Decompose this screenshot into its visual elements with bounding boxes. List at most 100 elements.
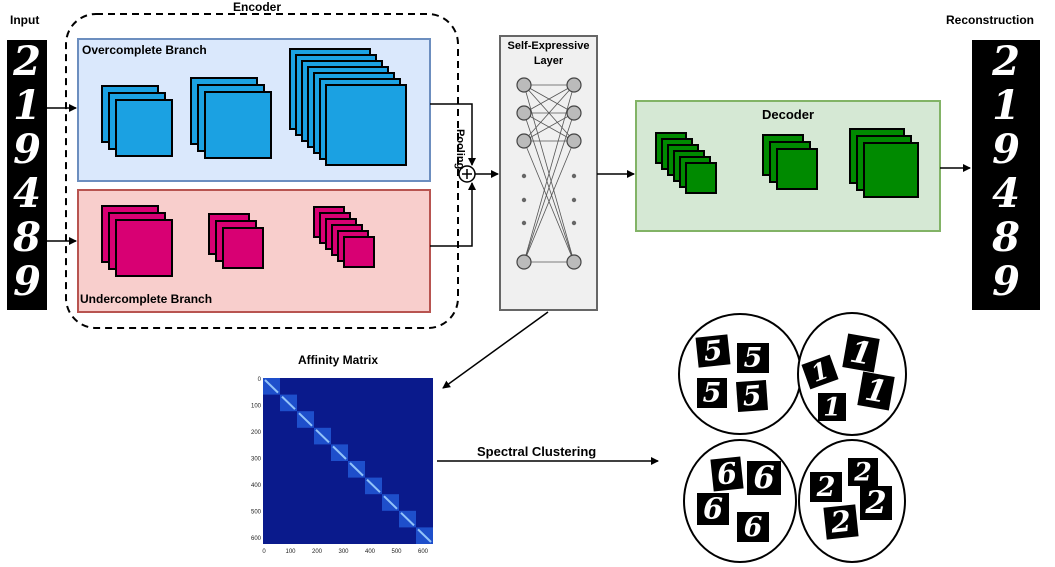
ellipsis-dot [521,173,527,179]
x-tick-label: 400 [365,549,376,555]
undercomplete-label: Undercomplete Branch [80,292,213,306]
input-digit-5: 9 [13,258,41,305]
overcomplete-stack-1 [101,85,173,157]
output-node-3 [566,254,582,270]
cluster-2-tile-0: 2 [848,456,878,486]
overcomplete-stack-2 [190,77,272,159]
y-tick-label: 300 [251,457,262,463]
undercomplete-stack-1 [101,205,173,277]
decoder-feature-maps [655,128,919,198]
input-digit-2: 9 [13,126,41,173]
y-tick-label: 100 [251,404,262,410]
y-tick-label: 400 [251,483,262,489]
cluster-6-tile-2: 6 [697,492,729,526]
reconstruction-label: Reconstruction [946,13,1035,27]
undercomplete-stack-2 [208,213,264,269]
x-tick-label: 500 [391,549,402,555]
svg-text:2: 2 [816,472,836,503]
reconstruction-digit-strip [972,40,1040,310]
cluster-6-tile-1: 6 [747,460,781,496]
cluster-5-tile-3: 5 [735,379,769,413]
self-expressive-network [516,77,582,270]
svg-text:1: 1 [823,391,841,421]
output-digit-4: 8 [991,214,1020,261]
x-tick-label: 100 [285,549,296,555]
undercomplete-to-merge-line [430,182,476,247]
input-digit-0: 2 [12,38,41,85]
decoder-title: Decoder [761,107,815,122]
svg-text:5: 5 [702,335,724,368]
cluster-5-tile-0: 5 [695,334,731,368]
svg-text:5: 5 [742,380,763,412]
input-label: Input [10,13,40,27]
input-digit-strip [7,40,47,310]
cluster-1-tile-2: 1 [857,371,895,411]
y-tick-label: 200 [251,430,262,436]
input-node-2 [516,133,532,149]
svg-text:6: 6 [715,456,738,492]
output-digit-2: 9 [992,126,1020,173]
decoder-stack-2 [762,134,818,190]
selfexpressive-to-affinity-arrow [442,311,549,389]
input-digit-4: 8 [12,214,41,261]
ellipsis-dot [571,197,577,203]
output-digit-1: 1 [992,82,1020,129]
cluster-2-tile-1: 2 [810,472,842,503]
affinity-matrix-title: Affinity Matrix [298,353,379,367]
x-tick-label: 600 [418,549,429,555]
network-connections [523,84,575,263]
output-digit-3: 4 [992,170,1020,217]
output-node-0 [566,77,582,93]
input-node-1 [516,105,532,121]
cluster-2-tile-3: 2 [823,504,859,540]
overcomplete-label: Overcomplete Branch [82,43,207,57]
input-digit-1: 1 [13,82,41,129]
ellipsis-dot [571,173,577,179]
undercomplete-stack-3 [313,206,375,268]
output-node-2 [566,133,582,149]
y-tick-label: 500 [251,510,262,516]
self-expressive-title-line2: Layer [533,55,564,67]
overcomplete-to-merge-line [430,103,476,166]
output-digit-0: 2 [991,38,1020,85]
affinity-diagonal-blocks [263,378,433,544]
output-digit-5: 9 [992,258,1020,305]
encoder-title: Encoder [233,0,282,14]
cluster-2-ellipse [798,439,906,563]
spectral-clustering-label: Spectral Clustering [477,444,597,459]
output-node-1 [566,105,582,121]
cluster-5-ellipse [678,313,802,435]
x-tick-label: 200 [312,549,323,555]
ellipsis-dot [571,220,577,226]
cluster-1-tile-0: 1 [842,333,880,373]
svg-text:5: 5 [744,343,763,374]
ellipsis-dot [521,220,527,226]
encoder-container [65,13,459,329]
y-tick-label: 0 [258,377,262,383]
cluster-6-tile-3: 6 [737,512,769,543]
input-digit-3: 4 [13,170,41,217]
svg-text:6: 6 [753,460,774,496]
overcomplete-stack-3 [289,48,407,166]
y-tick-label: 600 [251,536,262,542]
x-tick-label: 300 [338,549,349,555]
svg-text:2: 2 [864,485,886,521]
cluster-2-tile-2: 2 [860,485,892,521]
input-node-0 [516,77,532,93]
input-node-3 [516,254,532,270]
svg-text:6: 6 [744,512,763,543]
svg-text:2: 2 [828,504,852,540]
decoder-stack-1 [655,132,717,194]
ellipsis-dot [521,197,527,203]
cluster-5-tile-1: 5 [737,343,769,374]
svg-text:5: 5 [703,378,722,409]
overcomplete-feature-maps [101,48,407,166]
decoder-stack-3 [849,128,919,198]
cluster-1-tile-1: 1 [801,354,839,390]
cluster-1-tile-3: 1 [818,391,846,421]
x-tick-label: 0 [262,549,266,555]
